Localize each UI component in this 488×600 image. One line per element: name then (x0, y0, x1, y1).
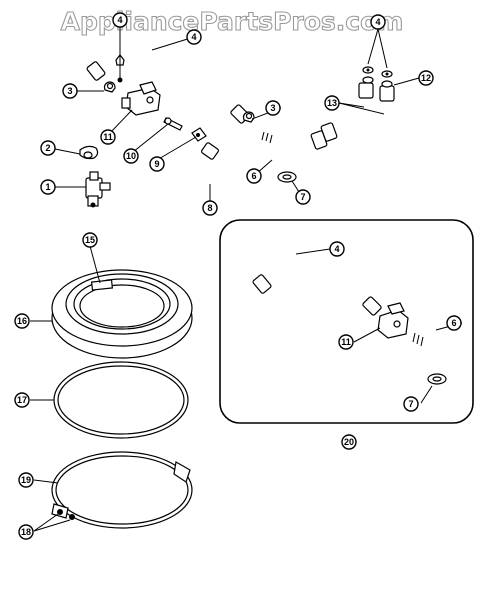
elbow-part-6-top (257, 131, 294, 169)
clip-part-3-left (103, 81, 116, 93)
screens-part-12 (362, 76, 393, 88)
callout-6-kit: 6 (446, 315, 462, 331)
callout-18: 18 (18, 524, 34, 540)
callout-11-kit: 11 (338, 334, 354, 350)
seal-part-17 (53, 361, 189, 439)
kit-washer-part-7 (427, 373, 447, 385)
mixing-valve-part-11-top (121, 81, 161, 116)
svg-text:17: 17 (17, 395, 27, 405)
clip-part-3-right (242, 111, 255, 123)
svg-text:1: 1 (45, 182, 50, 192)
fill-hoses-part-13 (310, 82, 395, 184)
kit-valve-part-11 (377, 302, 409, 339)
washers-part-4 (362, 66, 393, 78)
callout-4-tube: 4 (186, 29, 202, 45)
callout-11-top: 11 (100, 129, 116, 145)
callout-2: 2 (40, 140, 56, 156)
svg-text:15: 15 (85, 235, 95, 245)
svg-text:7: 7 (408, 399, 413, 409)
callout-4-right: 4 (370, 14, 386, 30)
svg-text:4: 4 (334, 244, 339, 254)
svg-text:6: 6 (251, 171, 256, 181)
clamp-ring-part-19 (51, 451, 193, 529)
svg-text:11: 11 (341, 337, 351, 347)
svg-text:4: 4 (191, 32, 196, 42)
valve-part-1 (85, 171, 111, 208)
callout-17: 17 (14, 392, 30, 408)
tub-ring-part-16 (51, 269, 193, 359)
spring-clip (115, 54, 125, 83)
svg-text:8: 8 (207, 203, 212, 213)
callout-16: 16 (14, 313, 30, 329)
washer-part-7-top (277, 171, 297, 183)
svg-text:11: 11 (103, 132, 113, 142)
callout-6-top: 6 (246, 168, 262, 184)
kit-tube-part-4 (240, 250, 382, 316)
bracket-part-9 (191, 127, 207, 142)
watermark-text: AppliancePartsPros.com (61, 7, 404, 36)
callout-19: 19 (18, 472, 34, 488)
callout-8: 8 (202, 200, 218, 216)
svg-text:3: 3 (67, 86, 72, 96)
svg-text:2: 2 (45, 143, 50, 153)
callout-4-kit: 4 (329, 241, 345, 257)
svg-text:19: 19 (21, 475, 31, 485)
screw-part-10 (163, 117, 183, 131)
kit-box-part-20 (219, 219, 474, 424)
callout-1: 1 (40, 179, 56, 195)
callout-12: 12 (418, 70, 434, 86)
svg-text:18: 18 (21, 527, 31, 537)
svg-text:7: 7 (300, 192, 305, 202)
svg-text:13: 13 (327, 98, 337, 108)
kit-elbow-part-6 (409, 332, 447, 375)
callout-7-kit: 7 (403, 396, 419, 412)
callout-10: 10 (123, 148, 139, 164)
callout-7-top: 7 (295, 189, 311, 205)
callout-4-top-left: 4 (112, 12, 128, 28)
svg-text:6: 6 (451, 318, 456, 328)
callout-3-left: 3 (62, 83, 78, 99)
clamp-part-2 (79, 145, 99, 160)
callout-20: 20 (341, 434, 357, 450)
svg-text:3: 3 (270, 103, 275, 113)
svg-text:9: 9 (154, 159, 159, 169)
hose-part-8 (96, 96, 239, 186)
callout-13: 13 (324, 95, 340, 111)
callout-9: 9 (149, 156, 165, 172)
svg-text:20: 20 (344, 437, 354, 447)
svg-text:4: 4 (117, 15, 122, 25)
svg-text:4: 4 (375, 17, 380, 27)
svg-text:10: 10 (126, 151, 136, 161)
callout-3-right: 3 (265, 100, 281, 116)
svg-text:16: 16 (17, 316, 27, 326)
callout-15: 15 (82, 232, 98, 248)
svg-text:12: 12 (421, 73, 431, 83)
